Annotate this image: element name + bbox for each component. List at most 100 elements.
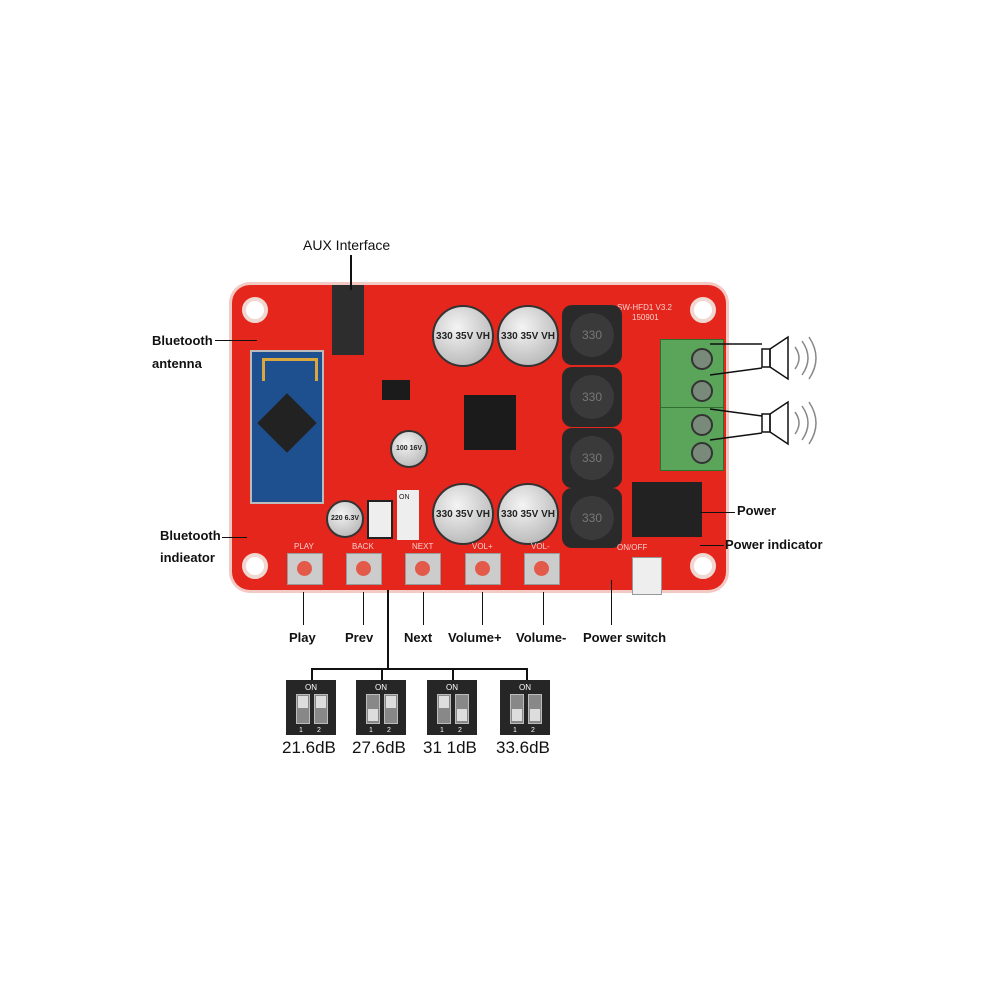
inductor-label: 330 [570, 436, 614, 480]
dip-tree-line [311, 668, 313, 681]
leader-line [363, 592, 364, 625]
silk-vol-down: VOL- [531, 542, 550, 551]
screw [691, 380, 713, 402]
ic-chip [382, 380, 410, 400]
capacitor: 330 35V VH [497, 483, 559, 545]
dip-switch-diagram: ON 1 2 [356, 680, 406, 735]
dip-toggle-1 [510, 694, 524, 724]
leader-line [482, 592, 483, 625]
aux-jack [332, 285, 364, 355]
dip-number: 2 [458, 727, 462, 734]
dip-number: 2 [387, 727, 391, 734]
bt-antenna-label-2: antenna [152, 356, 202, 371]
leader-line [700, 512, 735, 513]
inductor: 330 [562, 305, 622, 365]
play-label: Play [289, 630, 316, 645]
next-button[interactable] [405, 553, 441, 585]
volume-down-label: Volume- [516, 630, 567, 645]
antenna-trace [262, 358, 318, 381]
mount-hole [690, 297, 716, 323]
pcb-board: SW-HFD1 V3.2 150901 330 35V VH 330 35V V… [232, 285, 726, 595]
dip-switch-diagram: ON 1 2 [427, 680, 477, 735]
power-jack [632, 482, 702, 537]
screw [691, 414, 713, 436]
play-button[interactable] [287, 553, 323, 585]
dip-toggle-2 [384, 694, 398, 724]
volume-up-label: Volume+ [448, 630, 502, 645]
leader-line [423, 592, 424, 625]
inductor: 330 [562, 428, 622, 488]
prev-button[interactable] [346, 553, 382, 585]
capacitor-small: 220 6.3V [326, 500, 364, 538]
mount-hole [690, 553, 716, 579]
power-indicator-label: Power indicator [725, 537, 823, 552]
power-label: Power [737, 503, 777, 518]
dip-toggle-1 [366, 694, 380, 724]
power-switch-label: Power switch [583, 630, 667, 645]
inductor-label: 330 [570, 496, 614, 540]
inductor: 330 [562, 367, 622, 427]
capacitor: 330 35V VH [432, 305, 494, 367]
dip-number: 2 [531, 727, 535, 734]
gain-label: 21.6dB [282, 738, 336, 757]
dip-tree-line [311, 668, 528, 670]
bt-indicator-label-2: indieator [160, 550, 215, 565]
dip-tree-line [452, 668, 454, 681]
prev-label: Prev [345, 630, 374, 645]
dip-toggle-2 [455, 694, 469, 724]
dip-number: 1 [440, 727, 444, 734]
silk-back: BACK [352, 542, 374, 551]
mount-hole [242, 553, 268, 579]
dip-toggle-2 [314, 694, 328, 724]
screw [691, 442, 713, 464]
dip-switch-diagram: ON 1 2 [500, 680, 550, 735]
leader-line [215, 340, 257, 341]
dip-tree-line [381, 668, 383, 681]
gain-label: 27.6dB [352, 738, 406, 757]
leader-line [700, 545, 724, 546]
inductor: 330 [562, 488, 622, 548]
aux-interface-label: AUX Interface [303, 237, 391, 253]
dip-number: 1 [299, 727, 303, 734]
silk-vol-up: VOL+ [472, 542, 493, 551]
dip-tree-line [526, 668, 528, 681]
gain-label: 33.6dB [496, 738, 550, 757]
mount-hole [242, 297, 268, 323]
silk-on-off: ON/OFF [617, 543, 648, 552]
bluetooth-module [250, 350, 324, 504]
inductor-label: 330 [570, 375, 614, 419]
dip-switch-diagram: ON 1 2 [286, 680, 336, 735]
dip-on-label: ON [375, 683, 387, 692]
bt-indicator-label-1: Bluetooth [160, 528, 221, 543]
dip-tree-line [387, 590, 389, 670]
gain-label: 31 1dB [423, 738, 477, 757]
dip-toggle-1 [296, 694, 310, 724]
power-switch[interactable] [632, 557, 662, 595]
dip-toggle-2 [528, 694, 542, 724]
silk-next: NEXT [412, 542, 434, 551]
resistor [367, 500, 393, 539]
dip-number: 1 [369, 727, 373, 734]
dip-number: 1 [513, 727, 517, 734]
silk-play: PLAY [294, 542, 314, 551]
dip-on-label: ON [519, 683, 531, 692]
speaker-icon [709, 400, 817, 446]
dip-switch: ON [397, 490, 419, 540]
dip-toggle-1 [437, 694, 451, 724]
bluetooth-chip [257, 393, 317, 453]
board-date: 150901 [632, 313, 659, 322]
capacitor: 330 35V VH [497, 305, 559, 367]
inductor-label: 330 [570, 313, 614, 357]
dip-number: 2 [317, 727, 321, 734]
bt-antenna-label-1: Bluetooth [152, 333, 213, 348]
dip-on-label: ON [446, 683, 458, 692]
leader-line [611, 580, 612, 625]
volume-up-button[interactable] [465, 553, 501, 585]
leader-line [222, 537, 247, 538]
capacitor-small: 100 16V [390, 430, 428, 468]
speaker-icons [709, 335, 817, 446]
leader-line [303, 592, 304, 625]
volume-down-button[interactable] [524, 553, 560, 585]
dip-on-label: ON [305, 683, 317, 692]
